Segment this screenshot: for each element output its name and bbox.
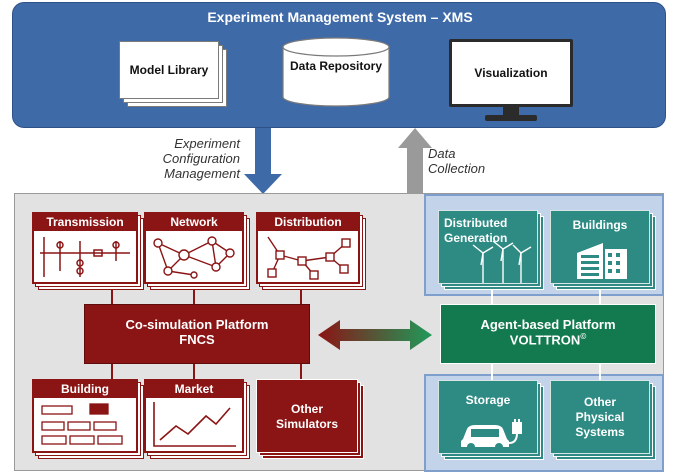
data-repository-label: Data Repository: [289, 59, 383, 73]
other-simulators-line2: Simulators: [275, 417, 338, 431]
connector-other-physical: [599, 363, 601, 381]
market-card: Market: [144, 379, 244, 453]
building-icon: [577, 243, 627, 279]
monitor-base: [485, 115, 537, 121]
xms-title: Experiment Management System – XMS: [207, 9, 473, 25]
connector-building: [111, 363, 113, 379]
connector-buildings: [599, 290, 601, 304]
network-graph-icon: [153, 236, 235, 279]
market-trend-icon: [153, 402, 236, 447]
market-title: Market: [146, 381, 242, 398]
building-floorplan-icon: [41, 403, 123, 445]
collection-label: Data Collection: [428, 146, 508, 176]
visualization-monitor: Visualization: [449, 39, 573, 107]
fncs-line2: FNCS: [179, 332, 215, 347]
volttron-copyright-mark: ©: [580, 332, 587, 341]
distributed-generation-line1: Distributed: [444, 216, 508, 230]
visualization-label: Visualization: [474, 66, 548, 80]
fncs-line1: Co-simulation Platform: [125, 317, 269, 332]
collection-up-arrow: [398, 128, 432, 196]
fncs-volttron-double-arrow: [318, 320, 432, 350]
network-card: Network: [144, 212, 244, 284]
configuration-label: Experiment Configuration Management: [150, 136, 240, 181]
other-simulators-card: Other Simulators: [256, 379, 358, 453]
data-repository-icon: [282, 37, 390, 107]
other-simulators-line1: Other: [290, 402, 323, 416]
connector-storage: [491, 363, 493, 381]
connector-market: [193, 363, 195, 379]
electric-car-icon: [461, 419, 522, 451]
volttron-line1: Agent-based Platform: [480, 317, 616, 332]
collection-label-line1: Data: [428, 146, 456, 161]
fncs-platform-box: Co-simulation Platform FNCS: [84, 304, 310, 364]
model-library-label: Model Library: [129, 63, 209, 77]
distribution-card: Distribution: [256, 212, 360, 284]
monitor-neck: [503, 107, 519, 117]
configuration-label-line3: Management: [164, 166, 240, 181]
storage-label: Storage: [465, 393, 511, 407]
configuration-label-line2: Configuration: [162, 151, 240, 166]
distributed-generation-line2: Generation: [444, 231, 508, 245]
other-physical-systems-card: Other Physical Systems: [550, 380, 650, 454]
network-title: Network: [146, 214, 242, 231]
transmission-card: Transmission: [32, 212, 138, 284]
volttron-platform-box: Agent-based Platform VOLTTRON©: [440, 304, 656, 364]
volttron-line2-wrap: VOLTTRON©: [441, 332, 655, 347]
transmission-one-line-icon: [40, 237, 130, 277]
configuration-down-arrow: [244, 128, 282, 194]
building-title: Building: [34, 381, 136, 398]
distributed-generation-card: Distributed Generation: [438, 210, 538, 284]
model-library-box: Model Library: [119, 41, 219, 99]
wind-turbine-icon: [472, 240, 532, 283]
storage-card: Storage: [438, 380, 538, 454]
distribution-feeder-icon: [267, 236, 351, 280]
buildings-label: Buildings: [572, 218, 628, 232]
distribution-title: Distribution: [258, 214, 358, 231]
connector-transmission: [111, 290, 113, 304]
xms-panel: Experiment Management System – XMS Model…: [12, 2, 666, 128]
volttron-line2: VOLTTRON: [509, 332, 581, 348]
other-physical-line3: Systems: [575, 425, 625, 439]
connector-other-simulators: [300, 363, 302, 379]
building-card: Building: [32, 379, 138, 453]
connector-distributed-generation: [491, 290, 493, 304]
configuration-label-line1: Experiment: [174, 136, 240, 151]
other-physical-line2: Physical: [575, 410, 625, 424]
connector-network: [193, 290, 195, 304]
other-physical-line1: Other: [583, 395, 616, 409]
transmission-title: Transmission: [34, 214, 136, 231]
connector-distribution: [300, 290, 302, 304]
buildings-card: Buildings: [550, 210, 650, 284]
collection-label-line2: Collection: [428, 161, 486, 176]
